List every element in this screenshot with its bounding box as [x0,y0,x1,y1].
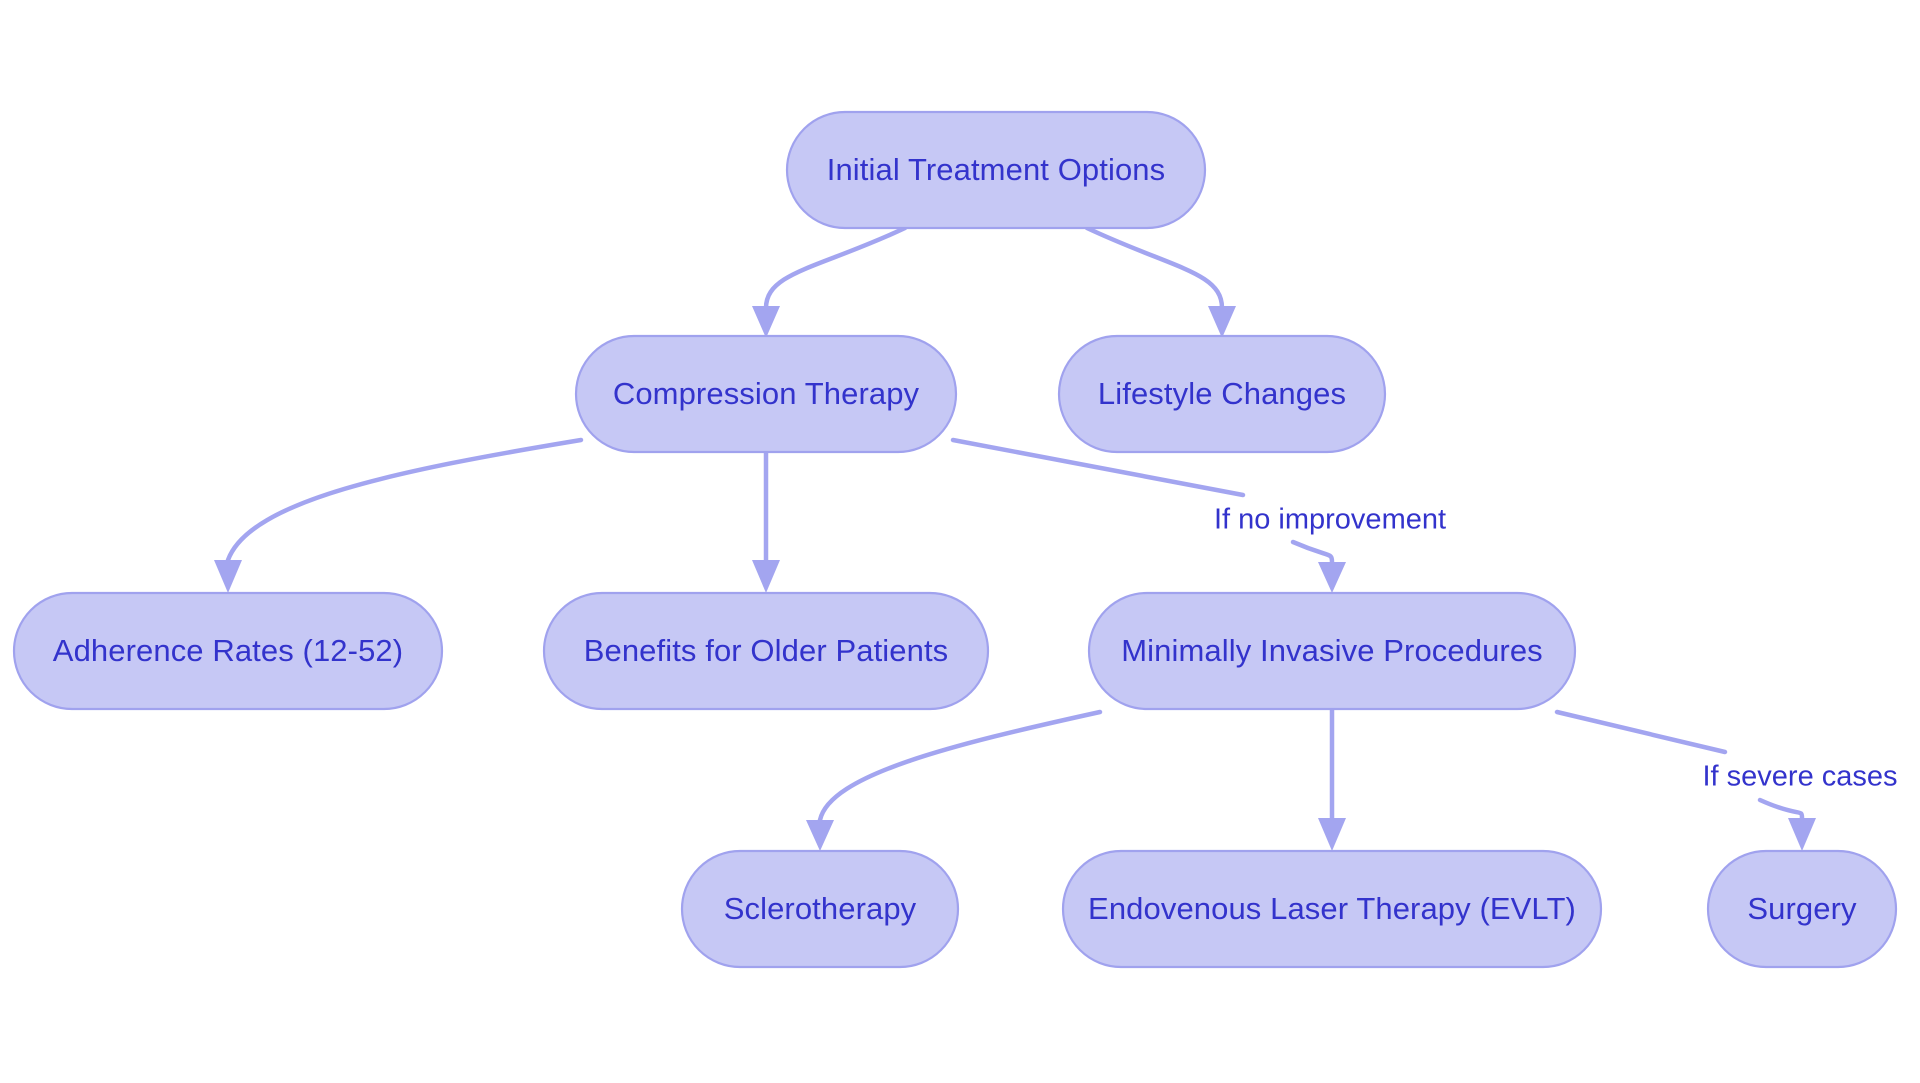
node-shape [542,591,990,711]
node-sclerotherapy[interactable]: Sclerotherapy [680,849,960,969]
edge-arrowhead [1208,306,1236,338]
node-compression-therapy[interactable]: Compression Therapy [574,334,958,454]
node-label: Adherence Rates (12-52) [53,633,403,668]
edge-compression-to-benefits[interactable] [752,449,780,593]
edge-arrowhead [806,820,834,851]
edge-initial-to-lifestyle[interactable] [1084,225,1236,338]
edge-path [1757,797,1805,821]
node-minimally-invasive-procedures[interactable]: Minimally Invasive Procedures [1087,591,1577,711]
node-shape [1061,849,1603,969]
node-label: Initial Treatment Options [827,152,1166,187]
node-lifestyle-changes[interactable]: Lifestyle Changes [1057,334,1387,454]
node-endovenous-laser-therapy[interactable]: Endovenous Laser Therapy (EVLT) [1061,849,1603,969]
node-label: Benefits for Older Patients [584,633,949,668]
edge-path [1290,539,1335,565]
edge-path [225,437,584,563]
edge-arrowhead [1318,562,1346,593]
edge-path [1084,225,1225,311]
edge-path [950,437,1246,498]
node-label: Endovenous Laser Therapy (EVLT) [1088,891,1576,926]
node-shape [1057,334,1387,454]
edge-arrowhead [1318,818,1346,851]
node-initial-treatment-options[interactable]: Initial Treatment Options [785,110,1207,230]
edge-compression-to-minimally[interactable] [950,437,1346,593]
edge-path [817,709,1103,823]
node-label: Surgery [1747,891,1857,926]
nodes-layer: Initial Treatment Options Compression Th… [12,110,1898,969]
node-label: Lifestyle Changes [1098,376,1346,411]
node-label: Compression Therapy [613,376,920,411]
edge-initial-to-compression[interactable] [752,225,908,338]
node-shape [12,591,444,711]
edge-label-if-severe-cases: If severe cases [1702,761,1897,793]
edge-label-if-no-improvement: If no improvement [1214,504,1446,536]
node-shape [680,849,960,969]
edges-layer [214,225,1816,851]
edge-labels-layer: If no improvement If severe cases [1214,504,1898,793]
node-benefits-for-older-patients[interactable]: Benefits for Older Patients [542,591,990,711]
node-surgery[interactable]: Surgery [1706,849,1898,969]
node-shape [1087,591,1577,711]
node-label: Minimally Invasive Procedures [1121,633,1543,668]
edge-arrowhead [752,306,780,338]
node-shape [785,110,1207,230]
edge-minimally-to-surgery[interactable] [1554,709,1816,851]
edge-arrowhead [214,560,242,593]
edge-arrowhead [752,560,780,593]
edge-minimally-to-sclerotherapy[interactable] [806,709,1103,851]
edge-compression-to-adherence[interactable] [214,437,584,593]
edge-minimally-to-evlt[interactable] [1318,707,1346,851]
node-adherence-rates[interactable]: Adherence Rates (12-52) [12,591,444,711]
node-label: Sclerotherapy [724,891,917,926]
edge-arrowhead [1788,818,1816,851]
node-shape [1706,849,1898,969]
node-shape [574,334,958,454]
edge-path [1554,709,1728,755]
edge-path [763,225,908,311]
